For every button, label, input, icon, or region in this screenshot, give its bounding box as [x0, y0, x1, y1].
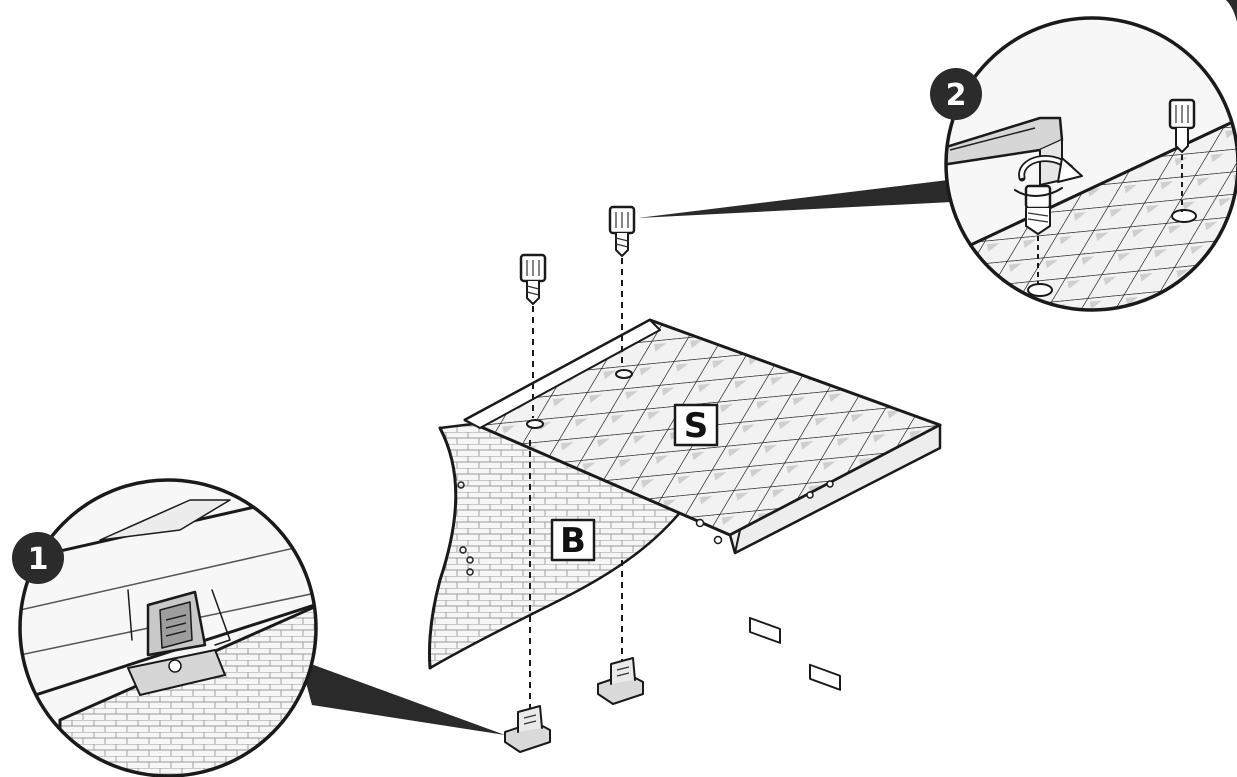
callout-wedge-1: [300, 660, 505, 735]
zoom-detail-1: [18, 478, 318, 777]
svg-text:S: S: [684, 406, 709, 446]
foot-right: [597, 657, 644, 705]
step-badge-2: 2: [930, 68, 982, 120]
edge-partial-badge: [1226, 0, 1237, 22]
svg-text:2: 2: [946, 78, 967, 113]
screw-left: [519, 253, 547, 305]
svg-text:B: B: [560, 521, 586, 561]
base-label: B: [550, 518, 596, 562]
svg-text:1: 1: [28, 542, 49, 577]
guide-lines: [529, 258, 623, 725]
zoom-detail-2: [944, 16, 1237, 312]
screw-right: [608, 205, 636, 257]
tray-label: S: [673, 403, 719, 447]
callout-wedge-2: [638, 180, 952, 218]
foot-left: [504, 705, 551, 753]
step-badge-1: 1: [12, 532, 64, 584]
